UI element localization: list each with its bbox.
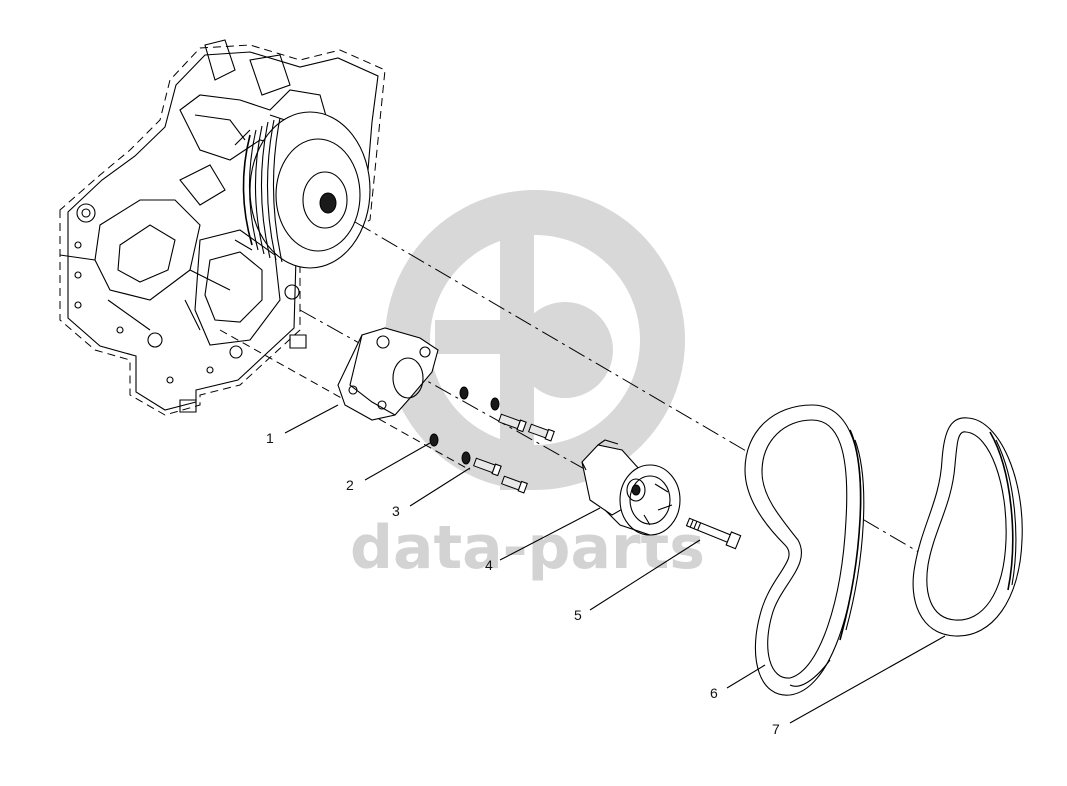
engine-front-cover [59, 39, 386, 416]
tensioner-bolt [685, 517, 742, 550]
ribbed-belt-large [744, 404, 865, 696]
watermark-logo-icon [385, 190, 685, 490]
belt-tensioner [581, 439, 681, 536]
callout-7: 7 [772, 721, 780, 737]
leader-line-2 [364, 442, 431, 481]
callout-1: 1 [266, 430, 274, 446]
washers [429, 386, 500, 465]
alignment-axis [354, 221, 976, 586]
screws [472, 413, 555, 494]
leader-lines [284, 404, 946, 724]
leader-line-4 [499, 507, 601, 561]
leader-line-7 [789, 635, 946, 724]
leader-line-5 [589, 539, 701, 611]
pump-pulley [234, 111, 371, 269]
leader-line-6 [726, 664, 766, 689]
ribbed-belt-small [912, 417, 1023, 637]
callout-5: 5 [574, 607, 582, 623]
callout-2: 2 [346, 477, 354, 493]
callout-6: 6 [710, 685, 718, 701]
callout-4: 4 [485, 557, 493, 573]
leader-line-3 [409, 467, 471, 507]
tensioner-bracket [337, 327, 439, 421]
callout-3: 3 [392, 503, 400, 519]
leader-line-1 [284, 404, 339, 434]
